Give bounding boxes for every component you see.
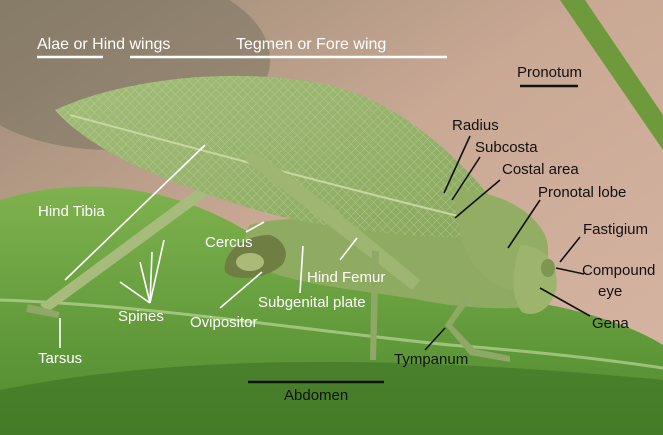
label-pronotum: Pronotum bbox=[517, 64, 582, 81]
label-tegmen: Tegmen or Fore wing bbox=[236, 36, 386, 53]
label-compound-eye-line1: Compound bbox=[582, 262, 655, 279]
ovipositor-highlight bbox=[236, 253, 264, 271]
label-subgenital-plate: Subgenital plate bbox=[258, 294, 366, 311]
label-hind-tibia: Hind Tibia bbox=[38, 203, 105, 220]
label-ovipositor: Ovipositor bbox=[190, 314, 258, 331]
label-radius: Radius bbox=[452, 117, 499, 134]
label-hind-femur: Hind Femur bbox=[307, 269, 385, 286]
label-subcosta: Subcosta bbox=[475, 139, 538, 156]
label-alae: Alae or Hind wings bbox=[37, 36, 170, 53]
label-spines: Spines bbox=[118, 308, 164, 325]
label-tympanum: Tympanum bbox=[394, 351, 468, 368]
label-tarsus: Tarsus bbox=[38, 350, 82, 367]
label-compound-eye-line2: eye bbox=[598, 283, 622, 300]
label-abdomen: Abdomen bbox=[284, 387, 348, 404]
label-cercus: Cercus bbox=[205, 234, 253, 251]
label-gena: Gena bbox=[592, 315, 629, 332]
compound-eye-shape bbox=[541, 259, 555, 277]
label-pronotal-lobe: Pronotal lobe bbox=[538, 184, 626, 201]
label-fastigium: Fastigium bbox=[583, 221, 648, 238]
label-costal-area: Costal area bbox=[502, 161, 579, 178]
